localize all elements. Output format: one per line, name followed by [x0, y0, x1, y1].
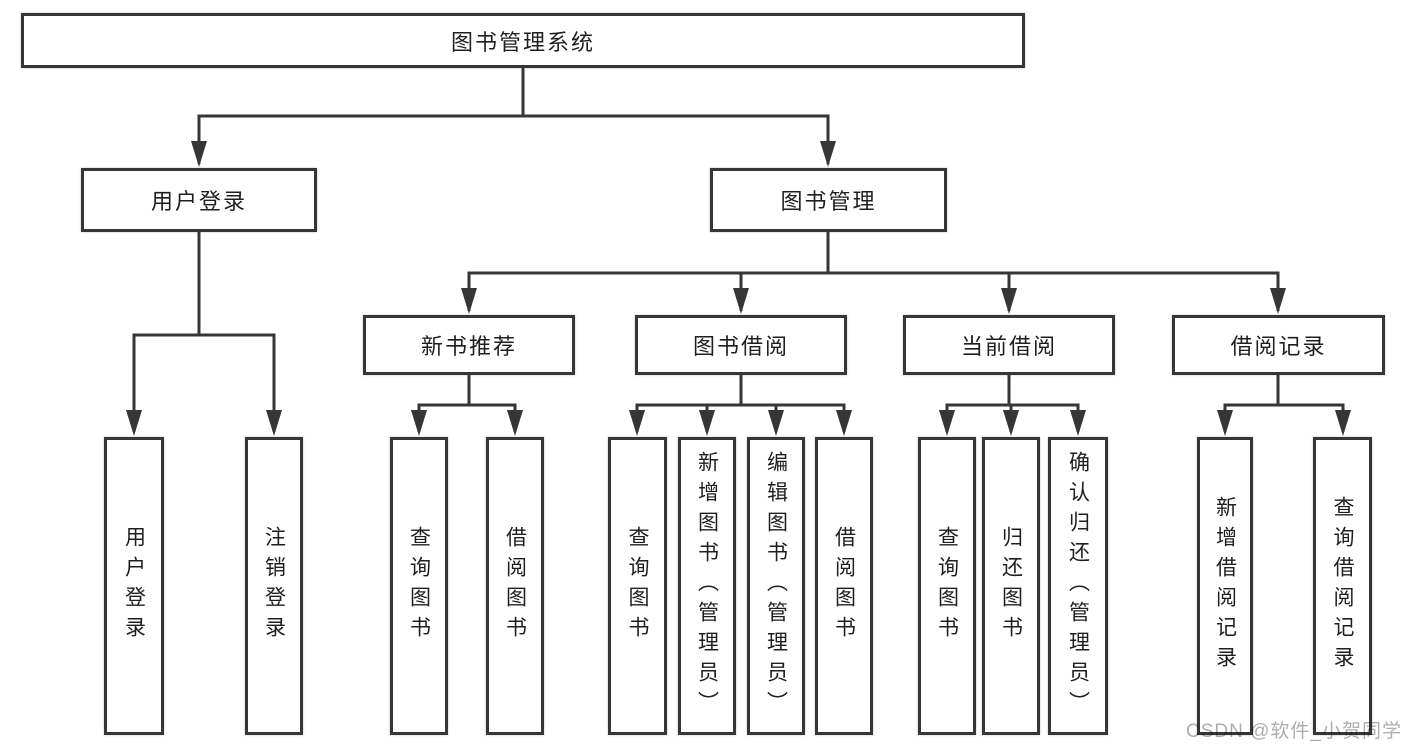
arrow-icon	[1335, 410, 1351, 436]
leaf-bb-borrow-books-label: 借阅图书	[832, 526, 856, 646]
arrow-icon	[1001, 288, 1017, 314]
leaf-cb-query-books-label: 查询图书	[935, 526, 959, 646]
leaf-logout-label: 注销登录	[262, 526, 286, 646]
arrow-icon	[1270, 288, 1286, 314]
leaf-cb-return-books: 归还图书	[982, 437, 1040, 735]
connector-book-borrow	[635, 375, 846, 432]
leaf-bb-borrow-books: 借阅图书	[815, 437, 873, 735]
leaf-br-add-record: 新增借阅记录	[1197, 437, 1253, 735]
node-user-login: 用户登录	[81, 168, 317, 232]
leaf-nbr-borrow-books-label: 借阅图书	[503, 526, 527, 646]
leaf-cb-return-books-label: 归还图书	[999, 526, 1023, 646]
leaf-bb-add-books-admin-label: 新增图书（管理员）	[695, 451, 719, 721]
node-current-borrow-label: 当前借阅	[960, 334, 1057, 359]
leaf-nbr-query-books: 查询图书	[390, 437, 448, 735]
leaf-user-login: 用户登录	[104, 437, 164, 735]
leaf-nbr-borrow-books: 借阅图书	[486, 437, 544, 735]
node-borrow-records: 借阅记录	[1172, 315, 1385, 375]
node-new-book-rec: 新书推荐	[363, 315, 575, 375]
connector-new-book-rec	[417, 375, 517, 432]
node-user-login-label: 用户登录	[150, 189, 247, 214]
arrow-icon	[461, 288, 477, 314]
arrow-icon	[191, 141, 207, 167]
leaf-logout: 注销登录	[245, 437, 303, 735]
arrow-icon	[507, 410, 523, 436]
leaf-bb-edit-books-admin-label: 编辑图书（管理员）	[764, 451, 788, 721]
arrow-icon	[266, 410, 282, 436]
arrow-icon	[733, 288, 749, 314]
arrow-icon	[411, 410, 427, 436]
node-root-label: 图书管理系统	[450, 29, 595, 55]
leaf-nbr-query-books-label: 查询图书	[407, 526, 431, 646]
node-book-borrow: 图书借阅	[635, 315, 847, 375]
arrow-icon	[1003, 410, 1019, 436]
arrow-icon	[836, 410, 852, 436]
arrow-icon	[1070, 410, 1086, 436]
leaf-cb-confirm-return-admin-label: 确认归还（管理员）	[1066, 451, 1090, 721]
connector-book-mgmt	[467, 232, 1280, 311]
node-book-mgmt: 图书管理	[710, 168, 947, 232]
node-root: 图书管理系统	[21, 13, 1025, 68]
leaf-cb-confirm-return-admin: 确认归还（管理员）	[1048, 437, 1108, 735]
connector-root	[197, 68, 830, 164]
leaf-br-query-record-label: 查询借阅记录	[1331, 496, 1354, 676]
csdn-watermark: CSDN @软件_小贺同学	[1186, 721, 1402, 742]
arrowheads	[126, 141, 1351, 436]
node-borrow-records-label: 借阅记录	[1230, 334, 1327, 359]
leaf-cb-query-books: 查询图书	[918, 437, 976, 735]
leaf-user-login-label: 用户登录	[122, 526, 146, 646]
connector-user-login	[132, 232, 276, 432]
leaf-bb-query-books: 查询图书	[608, 437, 667, 735]
arrow-icon	[820, 141, 836, 167]
node-book-mgmt-label: 图书管理	[780, 189, 877, 214]
leaf-bb-add-books-admin: 新增图书（管理员）	[678, 437, 736, 735]
leaf-br-query-record: 查询借阅记录	[1313, 437, 1372, 735]
arrow-icon	[1217, 410, 1233, 436]
node-new-book-rec-label: 新书推荐	[420, 334, 517, 359]
arrow-icon	[939, 410, 955, 436]
node-book-borrow-label: 图书借阅	[692, 334, 789, 359]
node-current-borrow: 当前借阅	[903, 315, 1115, 375]
connector-borrow-records	[1223, 375, 1345, 432]
arrow-icon	[768, 410, 784, 436]
arrow-icon	[126, 410, 142, 436]
arrow-icon	[629, 410, 645, 436]
leaf-bb-query-books-label: 查询图书	[626, 526, 649, 646]
leaf-br-add-record-label: 新增借阅记录	[1213, 496, 1237, 676]
leaf-bb-edit-books-admin: 编辑图书（管理员）	[747, 437, 805, 735]
arrow-icon	[699, 410, 715, 436]
